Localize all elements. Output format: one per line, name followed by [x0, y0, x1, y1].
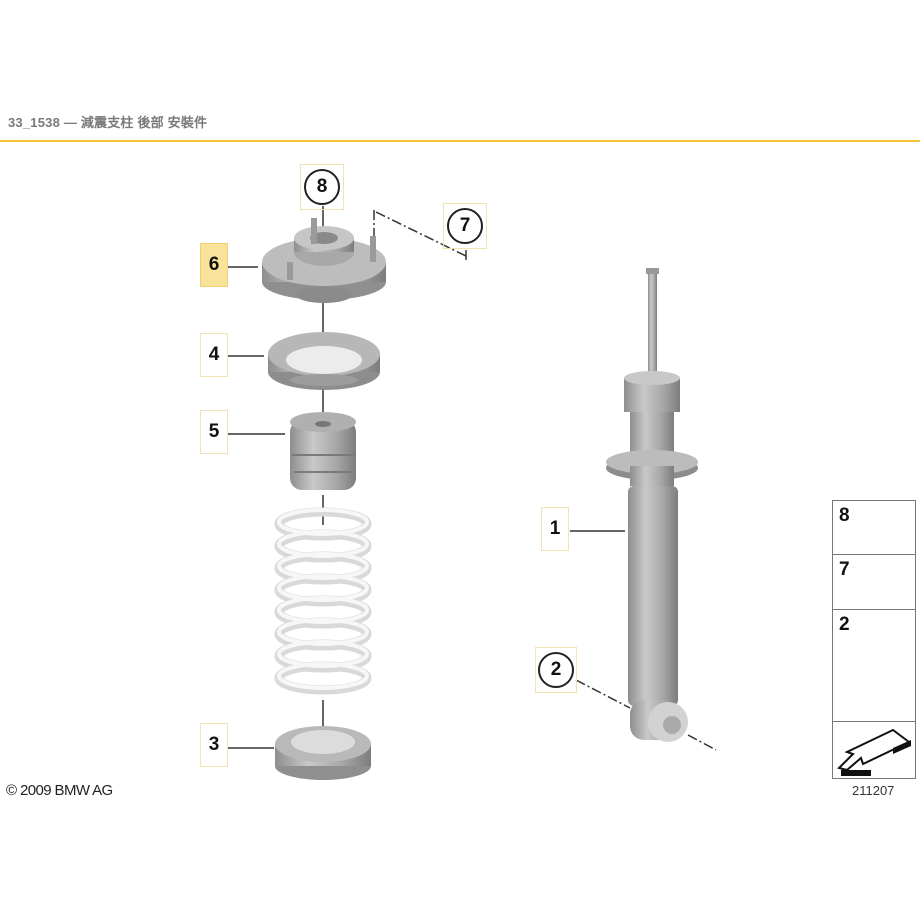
header-divider [0, 140, 920, 142]
hardware-kit-panel: 8 7 2 [832, 500, 916, 779]
callout-6-selected[interactable]: 6 [200, 243, 228, 287]
callout-1-label: 1 [549, 518, 561, 539]
callout-2[interactable]: 2 [535, 647, 577, 693]
strut-mount-drawing [262, 218, 386, 303]
bump-stop-drawing [290, 412, 356, 490]
callout-4[interactable]: 4 [200, 333, 228, 377]
callout-3[interactable]: 3 [200, 723, 228, 767]
callout-8-label: 8 [304, 169, 340, 205]
drawing-number: 211207 [852, 783, 895, 798]
kit-item-nut[interactable]: 8 [833, 501, 915, 555]
callout-2-label: 2 [538, 652, 574, 688]
callout-7-label: 7 [447, 208, 483, 244]
copyright-notice: © 2009 BMW AG [6, 782, 113, 799]
kit-item-bolt[interactable]: 2 [833, 610, 915, 722]
callout-5[interactable]: 5 [200, 410, 228, 454]
upper-spring-pad-drawing [268, 332, 380, 390]
callout-5-label: 5 [208, 421, 220, 442]
lower-spring-pad-drawing [275, 726, 371, 780]
shock-absorber-drawing [606, 268, 698, 742]
diagram-header: 33_1538 — 減震支柱 後部 安裝件 [0, 108, 920, 142]
kit-item-number: 2 [839, 614, 850, 635]
page-title: 33_1538 — 減震支柱 後部 安裝件 [8, 115, 208, 130]
callout-1[interactable]: 1 [541, 507, 569, 551]
front-direction-arrow-icon [837, 728, 911, 776]
callout-6-label: 6 [208, 254, 220, 275]
callout-4-label: 4 [208, 344, 220, 365]
kit-item-flange-nut[interactable]: 7 [833, 555, 915, 610]
kit-item-number: 8 [839, 505, 850, 526]
direction-indicator [833, 722, 915, 778]
callout-3-label: 3 [208, 734, 220, 755]
kit-item-number: 7 [839, 559, 850, 580]
callout-7[interactable]: 7 [443, 203, 487, 249]
callout-8[interactable]: 8 [300, 164, 344, 210]
